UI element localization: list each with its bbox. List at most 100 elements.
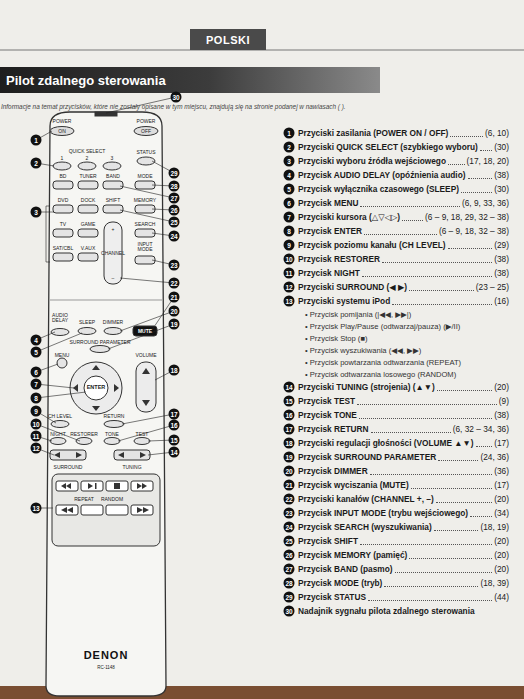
dot-leader [468, 178, 493, 179]
button-label: ENTER [87, 385, 106, 391]
button-label: TUNING [122, 465, 141, 470]
button-description: Nadajnik sygnału pilota zdalnego sterowa… [298, 606, 475, 616]
callout-number: 5 [284, 184, 295, 195]
button-label: MODE [138, 174, 153, 179]
dot-leader [392, 304, 492, 305]
callout-number: 4 [31, 335, 42, 346]
callout-number: 12 [284, 282, 295, 293]
button-label: TONE [105, 432, 119, 437]
dot-leader [360, 544, 492, 545]
page-reference: (6 – 9, 18, 32 – 38) [439, 226, 509, 236]
page-reference: (20) [494, 536, 509, 546]
callout-number: 22 [169, 278, 180, 289]
button-description: Przycisk MENU [298, 198, 358, 208]
button-label: RANDOM [101, 497, 123, 502]
callout-number: 11 [31, 431, 42, 442]
dot-leader [384, 586, 478, 587]
callout-number: 13 [284, 296, 295, 307]
node-text: POLSKI [206, 34, 250, 46]
button-label: ON [58, 129, 66, 134]
callout-number: 28 [284, 578, 295, 589]
callout-number: 17 [169, 409, 180, 420]
page-reference: (36) [494, 466, 509, 476]
dot-leader [395, 572, 493, 573]
button-label: SAT/CBL [53, 246, 73, 251]
callout-number: 22 [284, 494, 295, 505]
button-label: SEARCH [135, 222, 156, 227]
button-description: Przycisk SEARCH (wyszukiwania) [298, 522, 432, 532]
callout-number: 28 [169, 181, 180, 192]
dot-leader [409, 558, 492, 559]
button-description: Przycisk RESTORER [298, 254, 380, 264]
callout-number: 30 [284, 606, 295, 617]
button-description: Przycisk SURROUND PARAMETER [298, 452, 436, 462]
callout-number: 20 [169, 306, 180, 317]
dot-leader [480, 150, 492, 151]
button-label: RETURN [104, 414, 125, 419]
dot-leader [448, 164, 465, 165]
button-description: Przycisk wyciszania (MUTE) [298, 480, 409, 490]
page-reference: (16) [494, 296, 509, 306]
callout-number: 10 [284, 254, 295, 265]
dot-leader [461, 192, 492, 193]
button-label: 1 [61, 156, 64, 161]
button-description: Przycisk MEMORY (pamięć) [298, 550, 407, 560]
callout-number: 7 [31, 379, 42, 390]
button-description: Przycisk NIGHT [298, 268, 360, 278]
page-reference: (38) [494, 170, 509, 180]
page-reference: (38) [494, 410, 509, 420]
button-label: 3 [111, 156, 114, 161]
callout-number: 25 [284, 536, 295, 547]
button-description: Przycisk MODE (tryb) [298, 578, 382, 588]
dot-leader [476, 446, 493, 447]
callout-number: 9 [31, 406, 42, 417]
button-description: Przycisk TONE [298, 410, 357, 420]
callout-number: 23 [284, 508, 295, 519]
button-label: AUDIO DELAY [48, 313, 72, 323]
callout-number: 18 [284, 438, 295, 449]
callout-number: 2 [31, 158, 42, 169]
button-label: RC-1148 [97, 666, 115, 671]
sub-item: • Przycisk Play/Pause (odtwarzaj/pauza) … [305, 322, 460, 331]
callout-number: 15 [169, 435, 180, 446]
callout-number: 1 [284, 128, 295, 139]
button-label: BAND [106, 174, 120, 179]
button-description: Przycisk ENTER [298, 226, 362, 236]
page-reference: (6, 9, 33, 36) [462, 198, 509, 208]
button-description: Przycisk STATUS [298, 592, 366, 602]
callout-number: 12 [31, 443, 42, 454]
dot-leader [368, 600, 492, 601]
dot-leader [371, 432, 451, 433]
page-reference: (20) [494, 494, 509, 504]
callout-number: 18 [169, 365, 180, 376]
callout-number: 16 [169, 420, 180, 431]
callout-number: 27 [169, 193, 180, 204]
page-reference: (30) [494, 142, 509, 152]
dot-leader [362, 276, 492, 277]
button-label: MUTE [138, 329, 152, 334]
button-description: Przyciski kanałów (CHANNEL +, –) [298, 494, 434, 504]
button-description: Przycisk wyłącznika czasowego (SLEEP) [298, 184, 459, 194]
callout-number: 14 [169, 447, 180, 458]
dot-leader [409, 290, 474, 291]
sub-item: • Przycisk wyszukiwania (◀◀, ▶▶) [305, 346, 421, 355]
dot-leader [359, 418, 492, 419]
button-description: Przycisk INPUT MODE (trybu wejściowego) [298, 508, 468, 518]
button-description: Przyciski TUNING (strojenia) (▲▼) [298, 382, 435, 392]
button-description: Przycisk RETURN [298, 424, 369, 434]
page-reference: (38) [494, 254, 509, 264]
dot-leader [450, 136, 483, 137]
page-reference: (38) [494, 268, 509, 278]
button-description: Przyciski kursora (△▽◁▷) [298, 212, 400, 222]
button-description: Przyciski SURROUND (◀ ▶) [298, 282, 407, 292]
language-tab: POLSKI [190, 29, 266, 50]
button-label: OFF [141, 129, 151, 134]
page-reference: (29) [494, 240, 509, 250]
callout-number: 29 [169, 168, 180, 179]
button-label: QUICK SELECT [69, 149, 106, 154]
callout-number: 2 [284, 142, 295, 153]
button-description: Przycisk AUDIO DELAY (opóźnienia audio) [298, 170, 466, 180]
button-label: NIGHT [50, 432, 66, 437]
title-band: Pilot zdalnego sterowania [0, 67, 380, 93]
dot-leader [357, 404, 497, 405]
